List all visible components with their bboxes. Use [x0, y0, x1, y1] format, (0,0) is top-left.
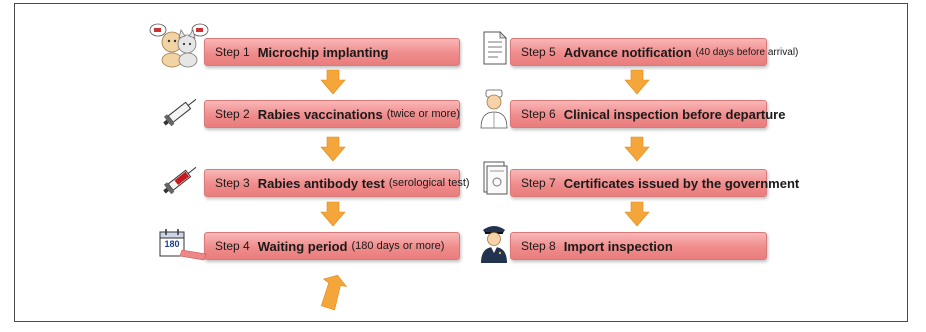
step-4-box: Step 4 Waiting period (180 days or more)	[204, 232, 460, 260]
step-title: Microchip implanting	[257, 44, 389, 60]
step-title: Rabies antibody test	[257, 175, 385, 191]
document-icon	[483, 31, 507, 65]
down-arrow-icon	[624, 136, 650, 162]
step-number: Step 6	[521, 107, 556, 121]
step-note: (twice or more)	[386, 108, 461, 120]
step-note: (180 days or more)	[351, 240, 445, 252]
step-title: Advance notification	[563, 44, 692, 60]
pet-dog-cat-icon	[149, 23, 209, 68]
step-6-box: Step 6 Clinical inspection before depart…	[510, 100, 785, 128]
step-1-box: Step 1 Microchip implanting	[204, 38, 460, 66]
step-2-box: Step 2 Rabies vaccinations (twice or mor…	[204, 100, 460, 128]
calendar-icon: 180	[158, 226, 208, 262]
step-7-box: Step 7 Certificates issued by the govern…	[510, 169, 799, 197]
step-number: Step 4	[215, 239, 250, 253]
certificate-icon	[483, 161, 508, 195]
step-title: Waiting period	[257, 238, 348, 254]
veterinarian-icon	[480, 89, 508, 129]
down-arrow-icon	[320, 136, 346, 162]
down-arrow-icon	[624, 69, 650, 95]
blood-syringe-icon	[163, 166, 197, 195]
step-number: Step 7	[521, 176, 556, 190]
step-3-box: Step 3 Rabies antibody test (serological…	[204, 169, 470, 197]
syringe-icon	[163, 98, 197, 127]
step-note: (40 days before arrival)	[695, 46, 799, 58]
officer-icon	[481, 226, 507, 263]
calendar-text: 180	[164, 239, 180, 249]
down-arrow-icon	[320, 201, 346, 227]
down-arrow-icon	[624, 201, 650, 227]
step-number: Step 1	[215, 45, 250, 59]
step-number: Step 2	[215, 107, 250, 121]
step-8-box: Step 8 Import inspection	[510, 232, 767, 260]
step-title: Rabies vaccinations	[257, 106, 383, 122]
step-number: Step 8	[521, 239, 556, 253]
step-title: Import inspection	[563, 238, 673, 254]
down-arrow-icon	[320, 69, 346, 95]
step-title: Certificates issued by the government	[563, 175, 800, 191]
connector-arrow-icon	[320, 274, 348, 311]
step-number: Step 5	[521, 45, 556, 59]
step-note: (serological test)	[388, 177, 470, 189]
step-number: Step 3	[215, 176, 250, 190]
step-title: Clinical inspection before departure	[563, 106, 786, 122]
step-5-box: Step 5 Advance notification (40 days bef…	[510, 38, 798, 66]
